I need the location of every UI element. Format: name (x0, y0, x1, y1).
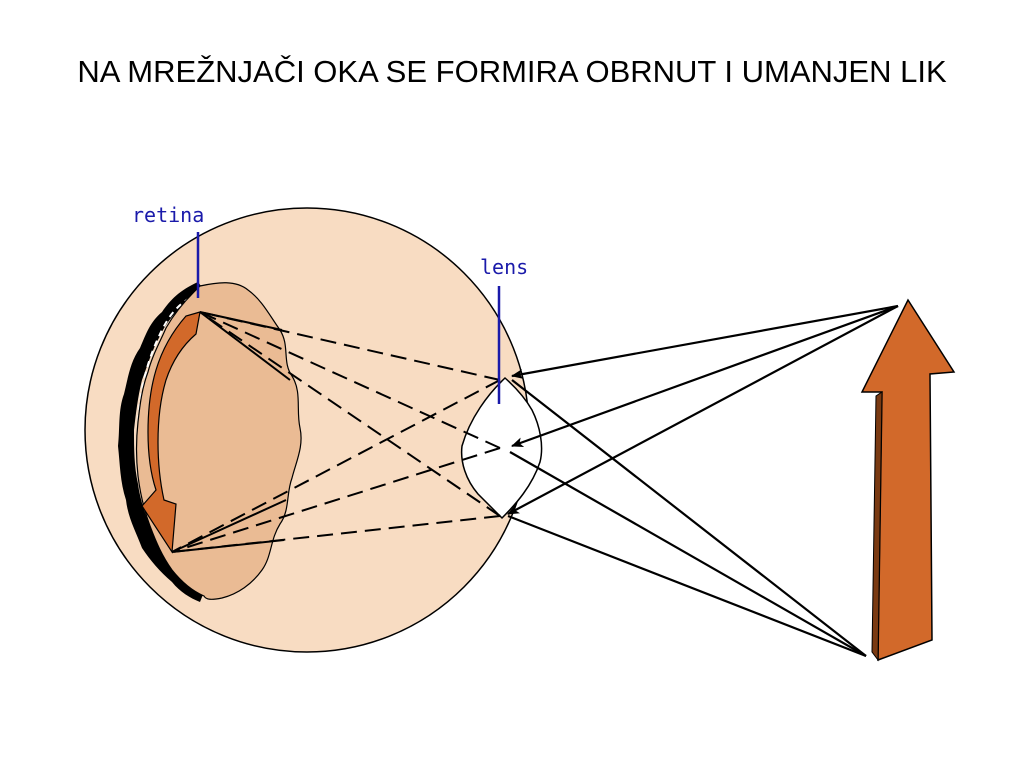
vitreous-region (135, 282, 302, 600)
retina-label: retina (132, 203, 204, 227)
internal-rays (171, 311, 501, 553)
lens-label: lens (480, 255, 528, 279)
object-arrow (860, 298, 956, 662)
slide-title: NA MREŽNJAČI OKA SE FORMIRA OBRNUT I UMA… (77, 54, 947, 89)
incoming-rays (507, 304, 899, 658)
retina-layer (118, 282, 204, 602)
object-arrow-shadow (871, 391, 883, 662)
lens (460, 376, 543, 520)
